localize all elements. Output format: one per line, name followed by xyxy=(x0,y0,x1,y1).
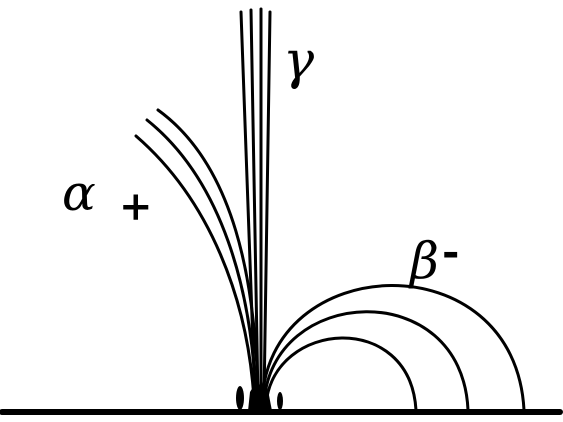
gamma-label: γ xyxy=(283,31,315,91)
alpha-track xyxy=(156,108,260,402)
beta-ray-tracks xyxy=(260,284,526,412)
gamma-track xyxy=(249,8,260,402)
beta-charge-label: - xyxy=(442,227,459,276)
beta-label: β xyxy=(408,232,439,290)
beta-track xyxy=(260,284,526,412)
alpha-ray-tracks xyxy=(134,108,260,402)
gamma-track xyxy=(262,10,272,402)
gamma-track xyxy=(239,10,257,402)
alpha-track xyxy=(134,134,256,402)
beta-track xyxy=(264,336,418,412)
beta-track xyxy=(262,310,470,412)
gamma-ray-tracks xyxy=(239,7,272,402)
alpha-track xyxy=(145,118,258,402)
alpha-label: α xyxy=(62,164,96,222)
alpha-charge-label: + xyxy=(119,183,153,230)
